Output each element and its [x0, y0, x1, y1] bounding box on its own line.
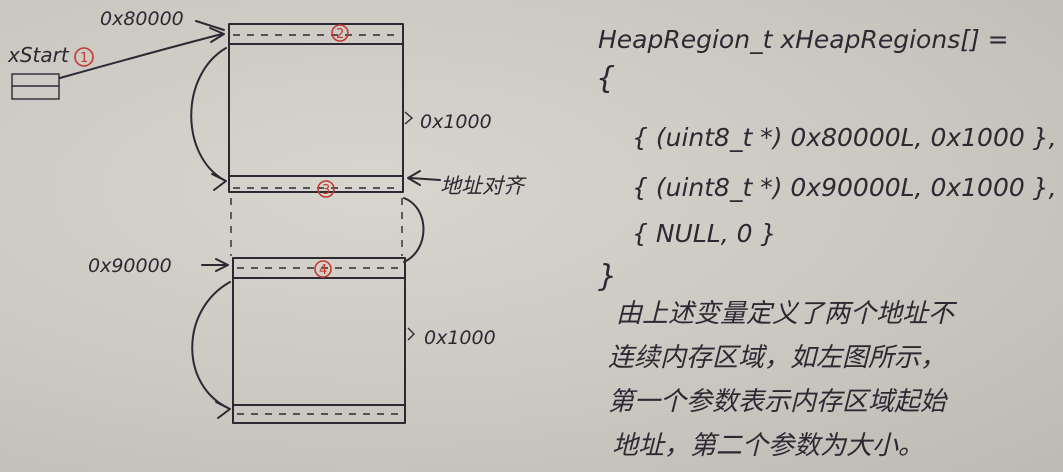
code-open-brace: { — [596, 61, 615, 96]
marker-4-circle — [314, 260, 332, 278]
region-1: 2 3 0x1000 — [190, 23, 492, 198]
code-entry-2: { (uint8_t *) 0x90000L, 0x1000 }, — [632, 173, 1057, 202]
addr-80000-tick — [195, 20, 225, 31]
addr-90000-arrowhead — [215, 258, 229, 272]
explanation-line-3: 第一个参数表示内存区域起始 — [608, 387, 948, 417]
code-close-brace: } — [598, 259, 617, 294]
explanation-line-4: 地址，第二个参数为大小。 — [612, 431, 924, 461]
region-2-link-arrowhead — [215, 401, 231, 419]
region-1-link-arrow — [190, 47, 227, 181]
region-1-link-arrowhead — [211, 173, 227, 191]
marker-3: 3 — [322, 183, 330, 198]
code-entry-3: { NULL, 0 } — [632, 219, 776, 248]
size-2-bracket — [407, 327, 415, 341]
align-note-arrow — [409, 177, 441, 181]
marker-2: 2 — [336, 27, 344, 42]
code-block: HeapRegion_t xHeapRegions[] = { { (uint8… — [596, 25, 1057, 294]
xstart-label: xStart — [7, 43, 70, 67]
addr-90000-group: 0x90000 — [88, 255, 229, 277]
addr-90000-label: 0x90000 — [88, 255, 172, 277]
region-2-link-arrow — [191, 281, 231, 409]
align-note-label: 地址对齐 — [440, 174, 527, 198]
explanation-line-2: 连续内存区域，如左图所示， — [608, 343, 946, 373]
marker-3-circle — [317, 180, 335, 198]
marker-1: 1 — [80, 51, 88, 66]
code-declaration: HeapRegion_t xHeapRegions[] = — [598, 25, 1009, 54]
size-2-label: 0x1000 — [424, 327, 496, 349]
size-1-label: 0x1000 — [420, 111, 492, 133]
region-2-outline — [232, 257, 406, 424]
addr-80000-group: 0x80000 — [100, 8, 225, 31]
xstart-pointer: xStart 1 — [7, 27, 225, 100]
size-1-bracket — [404, 111, 414, 125]
explanation-block: 由上述变量定义了两个地址不 连续内存区域，如左图所示， 第一个参数表示内存区域起… — [608, 299, 958, 461]
region-1-outline — [228, 23, 404, 193]
marker-2-circle — [331, 24, 349, 42]
region-2: 4 0x1000 — [191, 257, 496, 424]
marker-1-circle — [74, 47, 94, 67]
xstart-arrow — [59, 33, 223, 79]
align-note-curve — [403, 197, 425, 263]
code-entry-1: { (uint8_t *) 0x80000L, 0x1000 }, — [632, 123, 1057, 152]
xstart-arrowhead — [209, 27, 225, 43]
align-note-arrowhead — [407, 170, 421, 186]
marker-4: 4 — [319, 263, 327, 278]
addr-80000-label: 0x80000 — [100, 8, 184, 30]
align-note-group: 地址对齐 — [403, 170, 527, 263]
explanation-line-1: 由上述变量定义了两个地址不 — [616, 299, 958, 329]
